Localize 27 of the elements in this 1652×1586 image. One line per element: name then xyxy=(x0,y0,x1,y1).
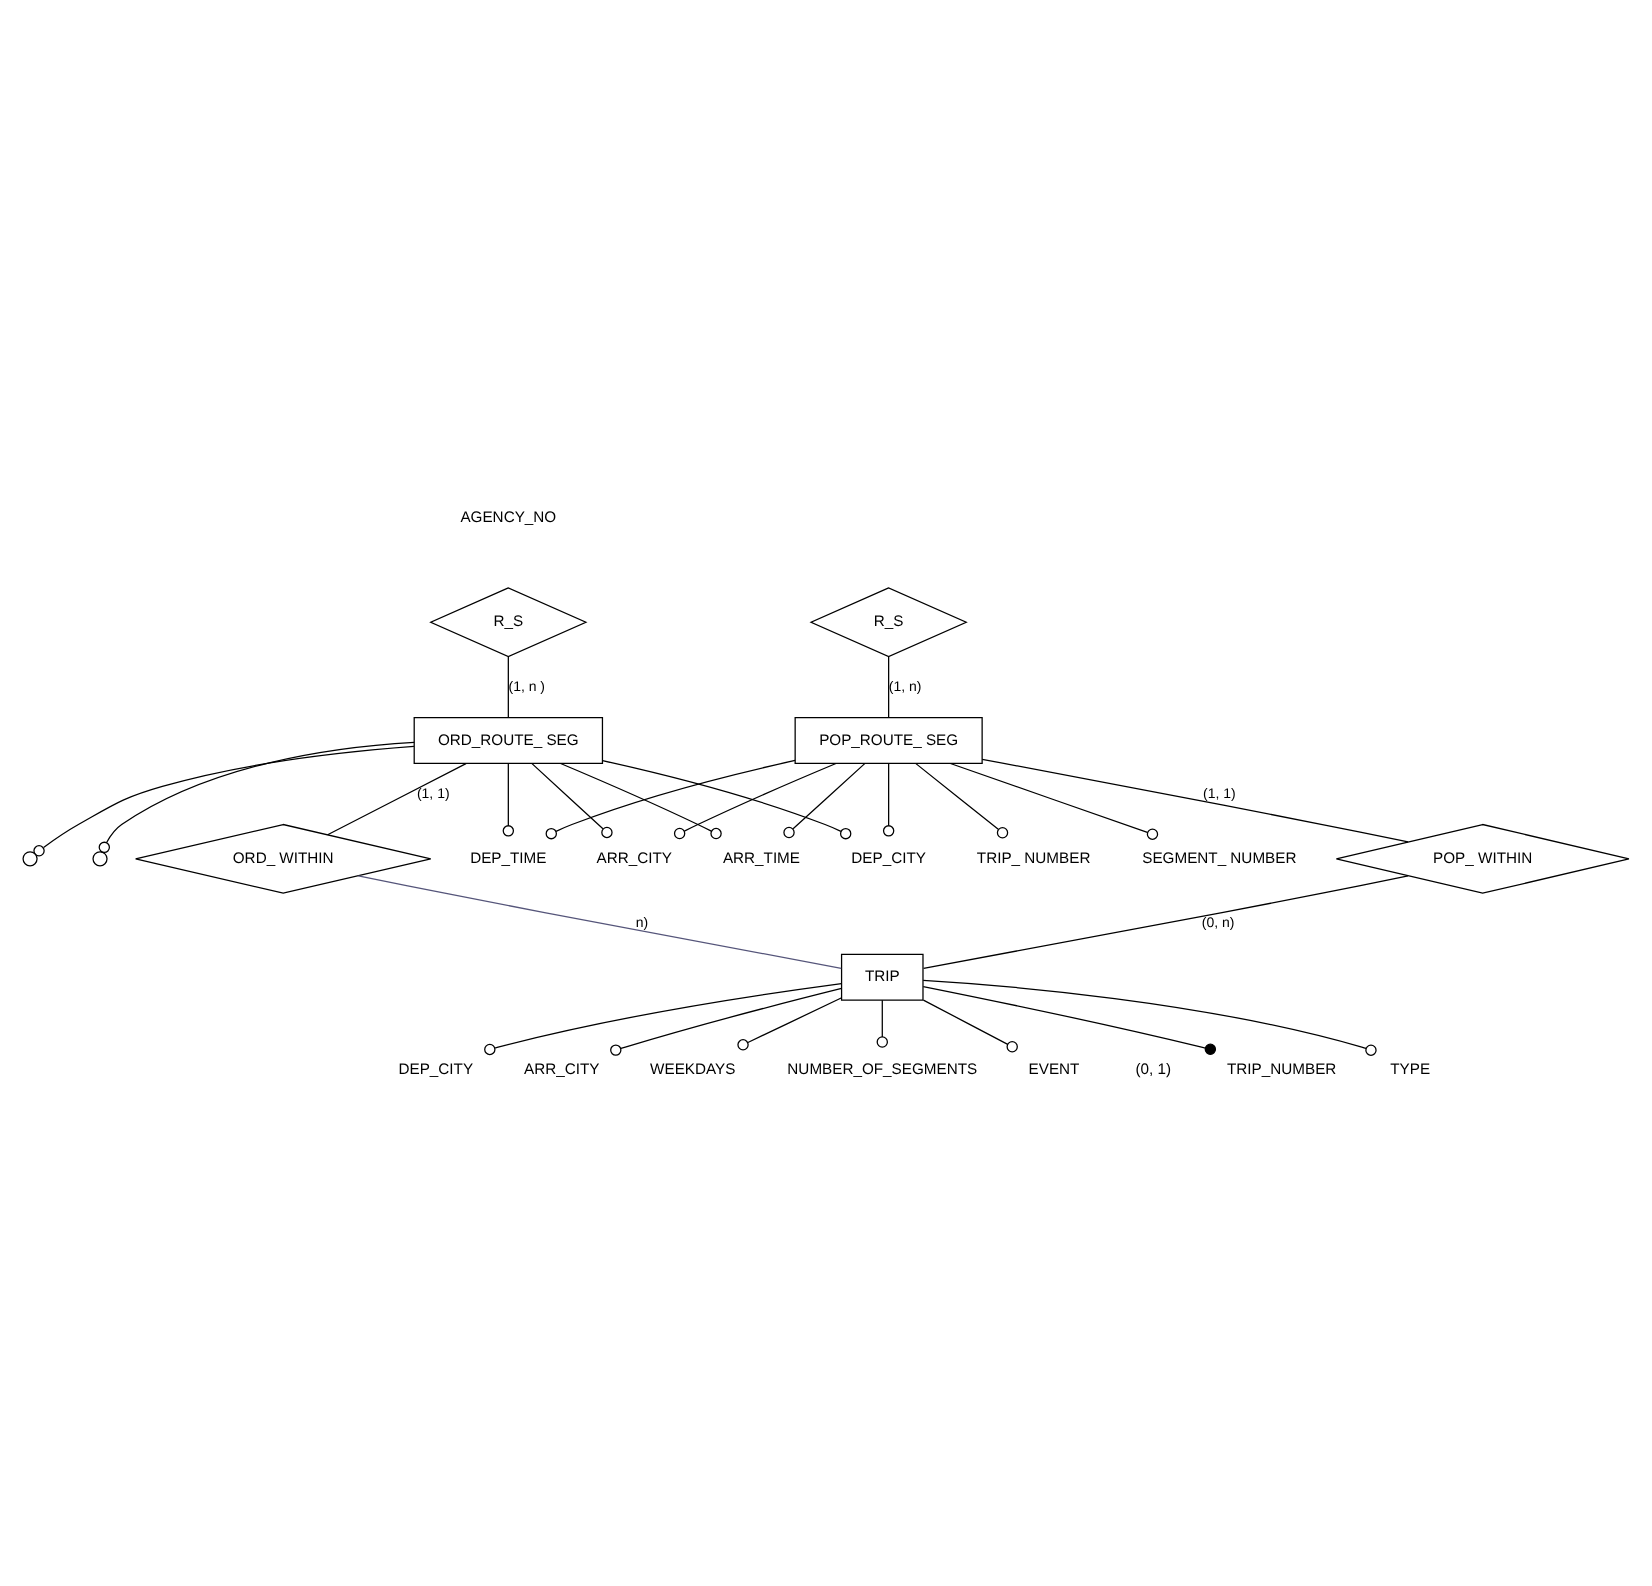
connector xyxy=(783,762,866,838)
connector xyxy=(737,996,842,1050)
connector xyxy=(545,758,796,839)
connector xyxy=(33,744,415,856)
connector xyxy=(673,761,837,839)
connector xyxy=(507,655,509,718)
connector xyxy=(915,762,1009,838)
connector xyxy=(502,762,515,836)
connector xyxy=(949,761,1159,839)
connector xyxy=(922,874,1409,969)
connector xyxy=(327,762,467,835)
node-circle xyxy=(92,850,108,866)
connector xyxy=(922,978,1377,1055)
connector xyxy=(601,759,852,839)
connector xyxy=(484,981,843,1055)
connector xyxy=(882,762,895,836)
connector xyxy=(981,757,1409,842)
connector xyxy=(98,740,415,853)
connector xyxy=(888,655,890,718)
connector xyxy=(357,874,842,968)
connector xyxy=(560,761,722,839)
connector xyxy=(922,984,1217,1055)
connector xyxy=(610,986,843,1055)
connector xyxy=(876,998,888,1047)
connector xyxy=(922,998,1018,1052)
node-circle xyxy=(22,850,38,866)
connector xyxy=(531,762,613,838)
